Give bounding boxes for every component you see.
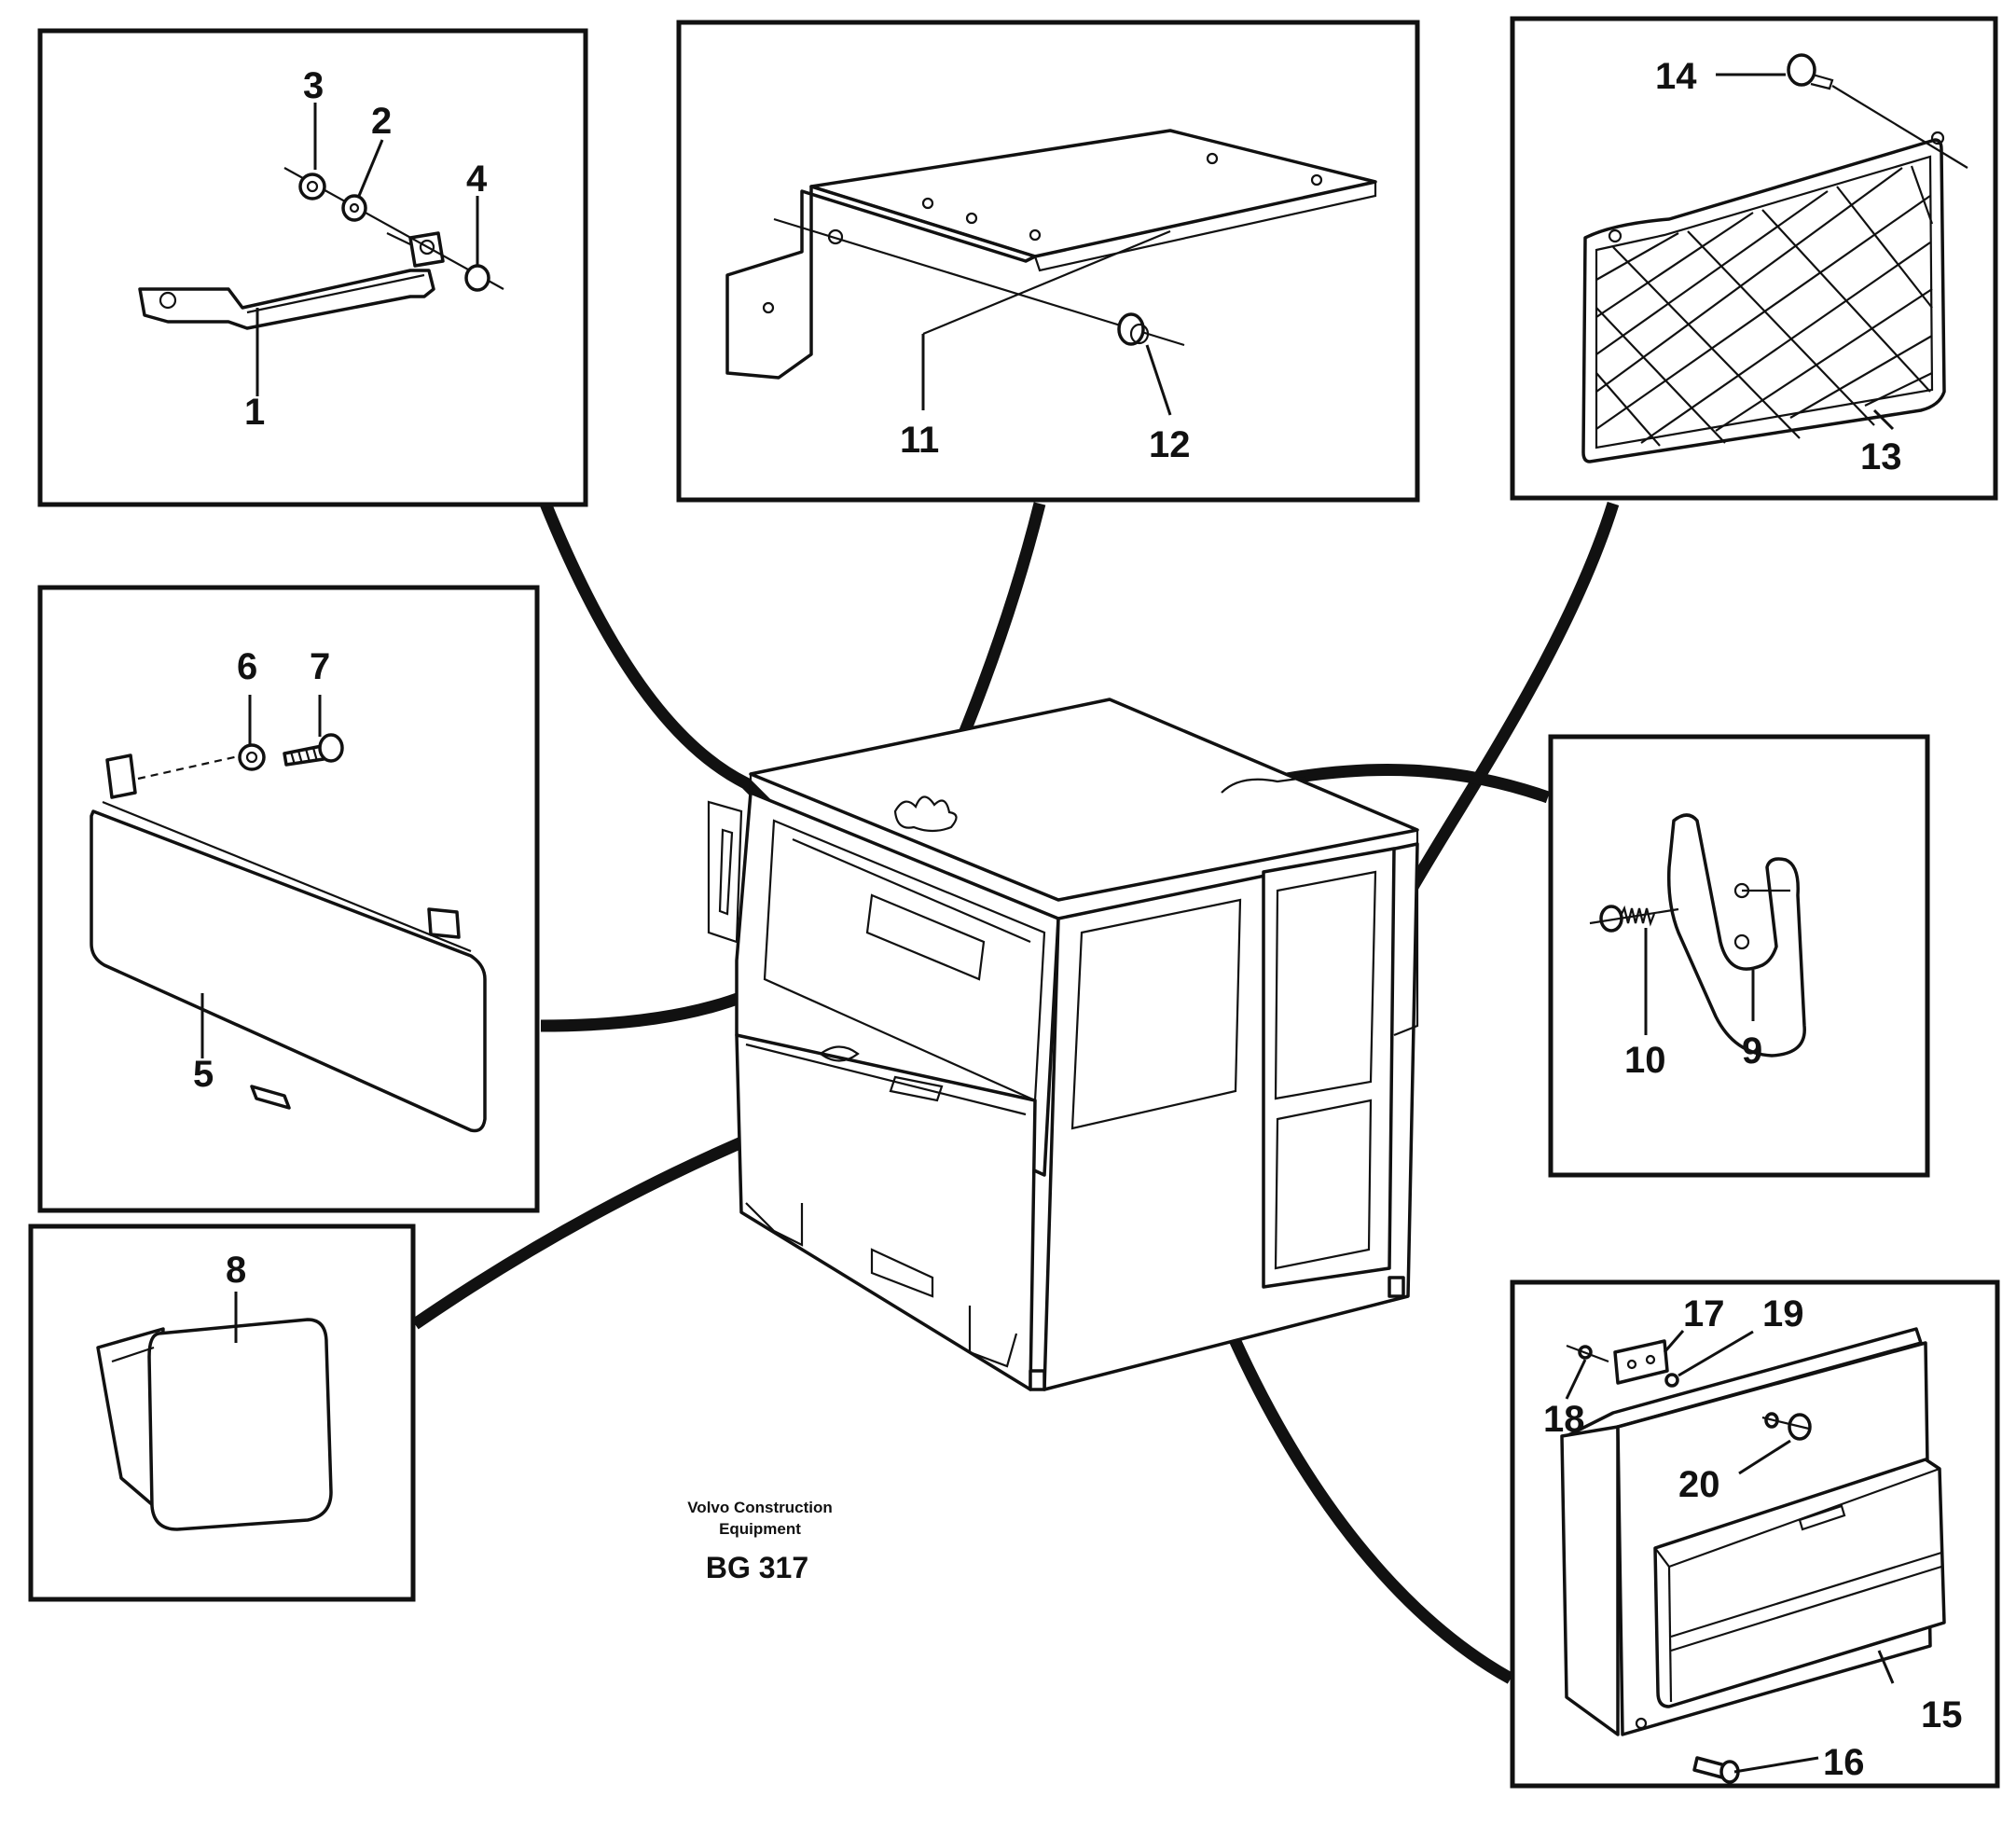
ashtray-part	[96, 1318, 333, 1531]
panel-sun-visor	[37, 585, 540, 1213]
callout-10: 10	[1624, 1040, 1666, 1081]
screw-16	[1692, 1756, 1740, 1784]
bolt-12	[1117, 312, 1150, 346]
plate-part	[725, 129, 1377, 380]
screw-20	[1761, 1412, 1812, 1441]
callout-12: 12	[1149, 424, 1191, 465]
callout-5: 5	[193, 1054, 214, 1095]
callout-15: 15	[1921, 1694, 1963, 1735]
callout-8: 8	[226, 1250, 246, 1291]
cab-door	[1262, 847, 1396, 1289]
screw-19	[1664, 1373, 1679, 1388]
callout-18: 18	[1543, 1399, 1585, 1440]
cab-left-side	[735, 791, 1060, 1177]
callout-11: 11	[900, 420, 939, 461]
caption-figure-code: BG 317	[706, 1551, 808, 1584]
panel-roof-plate	[676, 20, 1420, 503]
caption-company-line1: Volvo Construction	[687, 1499, 833, 1516]
callout-7: 7	[310, 646, 330, 687]
callout-9: 9	[1742, 1030, 1762, 1071]
hinge-17	[1613, 1339, 1669, 1385]
callout-17: 17	[1683, 1293, 1725, 1334]
connector-hook	[1285, 763, 1551, 804]
box-part	[1560, 1327, 1946, 1736]
handle-part	[138, 231, 445, 330]
callout-13: 13	[1860, 436, 1902, 477]
washer-6	[238, 743, 266, 771]
panel-hook	[1548, 734, 1930, 1178]
panel-ashtray	[28, 1224, 416, 1602]
callout-2: 2	[371, 101, 392, 142]
callout-6: 6	[237, 646, 257, 687]
screw-18	[1566, 1344, 1609, 1363]
panel-handle	[37, 28, 588, 507]
washer-2	[341, 194, 367, 222]
cab-assembly	[707, 698, 1419, 1391]
callout-1: 1	[244, 392, 265, 433]
callout-3: 3	[303, 65, 324, 106]
figure-caption: Volvo Construction Equipment BG 317	[687, 1499, 833, 1584]
callout-20: 20	[1678, 1464, 1720, 1505]
panel-storage-box	[1510, 1279, 2000, 1789]
callout-4: 4	[466, 159, 488, 200]
panel-net	[1510, 16, 1998, 501]
screw-3	[283, 167, 504, 290]
callout-19: 19	[1762, 1293, 1804, 1334]
callout-14: 14	[1655, 56, 1697, 97]
screw-7	[283, 733, 344, 767]
hook-part	[1666, 813, 1806, 1058]
connector-handle	[539, 501, 937, 975]
connector-net	[1402, 502, 1620, 899]
net-part	[1581, 131, 1946, 463]
screw-14	[1787, 53, 1968, 169]
callout-16: 16	[1823, 1742, 1865, 1783]
caption-company-line2: Equipment	[719, 1520, 801, 1538]
visor-part	[90, 754, 487, 1133]
screw-10	[1589, 905, 1679, 933]
callout-labels: 1 2 3 4 5 6 7 8 9 10 11 12 13 14 15 16 1…	[193, 56, 1963, 1783]
